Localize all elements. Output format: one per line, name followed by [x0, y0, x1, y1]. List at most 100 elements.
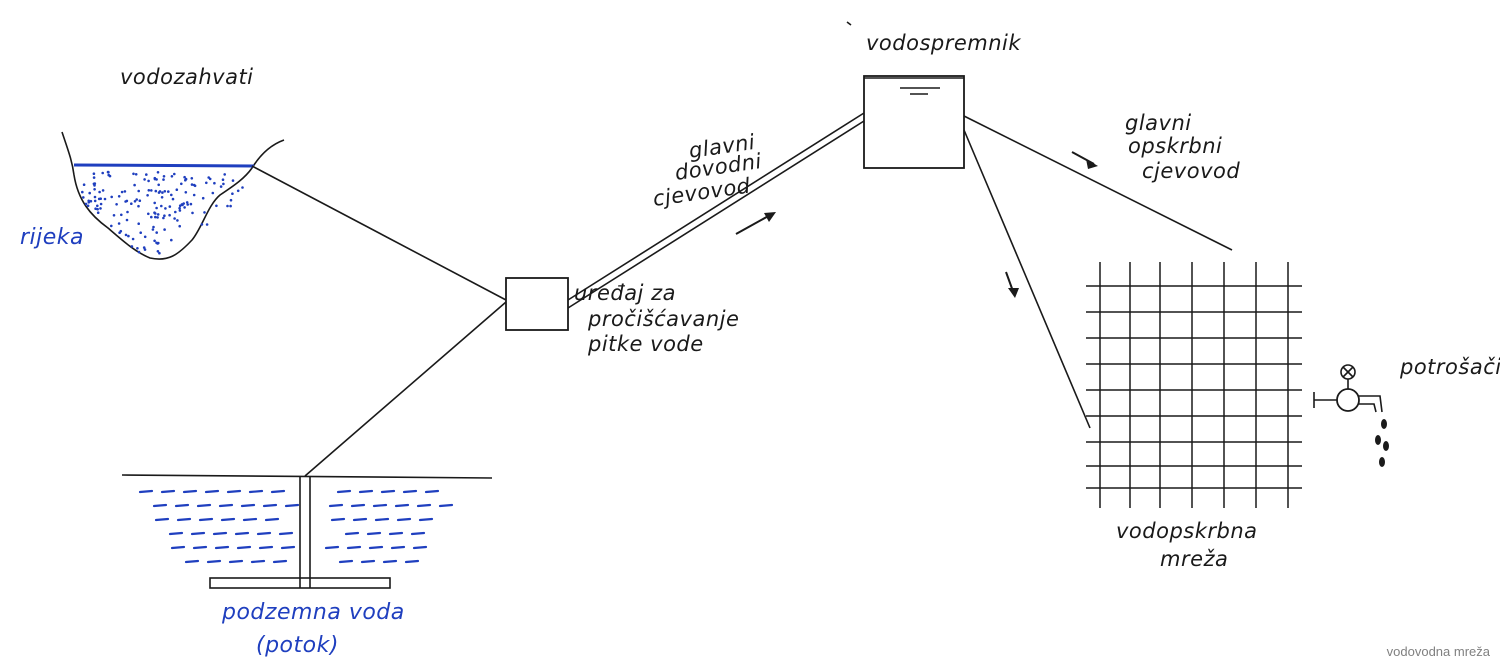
water-dash — [330, 517, 346, 522]
water-dash — [170, 545, 186, 550]
water-dash — [242, 517, 258, 522]
water-dot — [84, 202, 88, 206]
water-dash — [256, 531, 272, 536]
water-dot — [168, 205, 172, 208]
label-network-1: vodopskrbna — [1116, 519, 1258, 543]
water-dot — [178, 206, 181, 210]
water-dot — [178, 209, 182, 212]
water-dash — [344, 531, 360, 536]
water-dot — [143, 248, 147, 251]
water-dot — [101, 171, 104, 175]
water-dot — [125, 199, 129, 203]
river-basin — [61, 131, 285, 260]
water-dot — [163, 190, 167, 193]
water-dash — [416, 503, 432, 508]
water-dot — [112, 214, 116, 217]
water-dot — [151, 228, 155, 231]
water-dot — [205, 223, 209, 226]
water-dot — [142, 246, 146, 249]
water-dot — [93, 199, 97, 203]
water-dash — [352, 517, 368, 522]
water-dot — [178, 224, 181, 228]
water-dot — [205, 181, 208, 185]
water-dot — [103, 197, 107, 201]
water-dot — [150, 189, 153, 192]
water-dash — [412, 545, 428, 550]
water-dash — [192, 545, 208, 550]
water-dash — [264, 517, 280, 522]
water-dash — [394, 503, 410, 508]
treatment-plant-box — [505, 277, 569, 331]
water-dot — [147, 179, 150, 183]
water-dot — [96, 204, 99, 208]
water-dot — [86, 204, 90, 208]
water-dot — [139, 231, 142, 234]
water-dot — [117, 195, 121, 198]
water-dash — [218, 503, 234, 508]
water-dot — [89, 199, 93, 203]
water-dot — [115, 203, 118, 206]
water-dot — [211, 191, 215, 195]
water-dot — [208, 177, 212, 181]
water-dash — [338, 559, 354, 564]
water-dot — [173, 217, 176, 220]
water-dot — [183, 206, 186, 209]
water-dot — [182, 202, 185, 205]
river-pipe — [251, 165, 507, 301]
water-dot — [221, 178, 225, 181]
groundwater-area — [121, 474, 493, 589]
label-treatment-3: pitke vode — [587, 332, 704, 356]
water-dot — [173, 172, 176, 176]
water-dash — [410, 531, 426, 536]
water-dash — [198, 517, 214, 522]
water-dot — [130, 245, 134, 248]
water-dot — [170, 238, 173, 242]
label-intakes: vodozahvati — [120, 65, 254, 89]
main-supply-pipe — [567, 112, 865, 309]
label-distribution-pipe-1: glavni — [1125, 111, 1192, 135]
water-dot — [219, 185, 223, 188]
water-dash — [250, 559, 266, 564]
water-dot — [162, 175, 166, 178]
water-dash — [388, 531, 404, 536]
water-dash — [372, 503, 388, 508]
water-dot — [161, 191, 164, 194]
water-dash — [374, 517, 390, 522]
water-dash — [358, 489, 374, 494]
water-dot — [136, 247, 139, 250]
water-dot — [131, 237, 135, 241]
water-dash — [226, 489, 242, 494]
water-dot — [92, 182, 96, 186]
water-dot — [153, 201, 156, 205]
water-dot — [98, 190, 101, 194]
label-treatment-1: uređaj za — [574, 281, 676, 305]
water-dot — [110, 195, 113, 199]
water-dot — [154, 215, 157, 219]
water-dot — [236, 189, 240, 193]
water-dash — [228, 559, 244, 564]
water-dot — [82, 183, 86, 186]
water-dash — [206, 559, 222, 564]
water-dot — [93, 195, 97, 199]
water-dot — [92, 176, 96, 179]
water-dot — [145, 173, 148, 176]
water-dot — [110, 224, 113, 228]
water-dot — [82, 196, 85, 199]
water-dash — [212, 531, 228, 536]
water-dash — [236, 545, 252, 550]
water-dot — [156, 250, 160, 253]
water-dot — [155, 231, 158, 234]
water-dot — [137, 204, 140, 208]
water-dot — [190, 177, 194, 180]
water-dash — [396, 517, 412, 522]
water-dash — [138, 489, 154, 494]
water-dash — [182, 489, 198, 494]
water-dot — [93, 188, 96, 191]
water-dot — [147, 189, 151, 192]
water-dash — [174, 503, 190, 508]
faucet-icon — [1313, 364, 1389, 467]
water-dot — [189, 202, 193, 206]
water-dash — [154, 517, 170, 522]
water-dot — [147, 212, 150, 216]
water-dot — [138, 199, 142, 202]
